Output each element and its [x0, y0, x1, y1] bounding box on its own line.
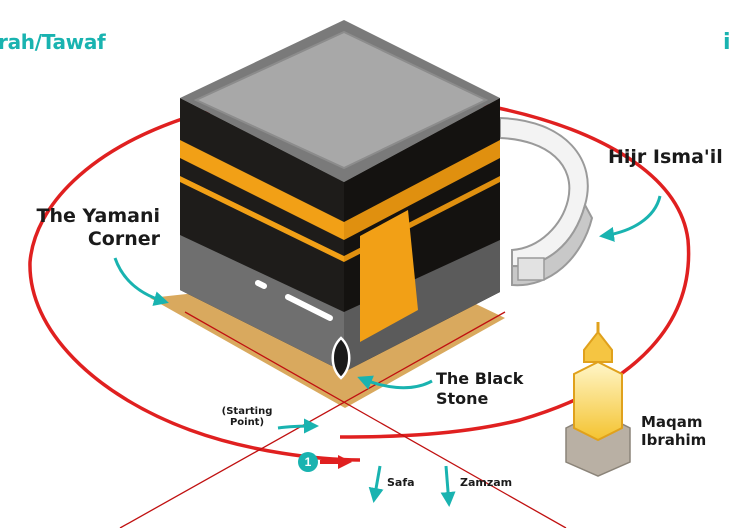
brand-mark: i: [723, 30, 731, 55]
kaaba: [180, 20, 500, 372]
step-number: 1: [305, 455, 312, 469]
zamzam-label: Zamzam: [460, 476, 513, 489]
label-pointer-arrows: [113, 195, 662, 507]
hijr-ismail-wall: [499, 116, 594, 287]
starting-point-label: (Starting Point): [221, 406, 273, 428]
safa-label: Safa: [387, 476, 415, 489]
step-number-text: 1: [305, 455, 312, 469]
yamani-corner-label: The Yamani Corner: [36, 205, 160, 250]
page-heading: rah/Tawaf: [0, 30, 106, 54]
maqam-ibrahim-label: Maqam Ibrahim: [641, 413, 707, 449]
maqam-ibrahim-shrine: [565, 322, 631, 477]
black-stone-label: The Black Stone: [436, 369, 524, 408]
step-one-marker: [298, 452, 352, 472]
black-stone-icon: [331, 336, 351, 380]
hijr-ismail-label: Hijr Isma'il: [608, 146, 723, 168]
